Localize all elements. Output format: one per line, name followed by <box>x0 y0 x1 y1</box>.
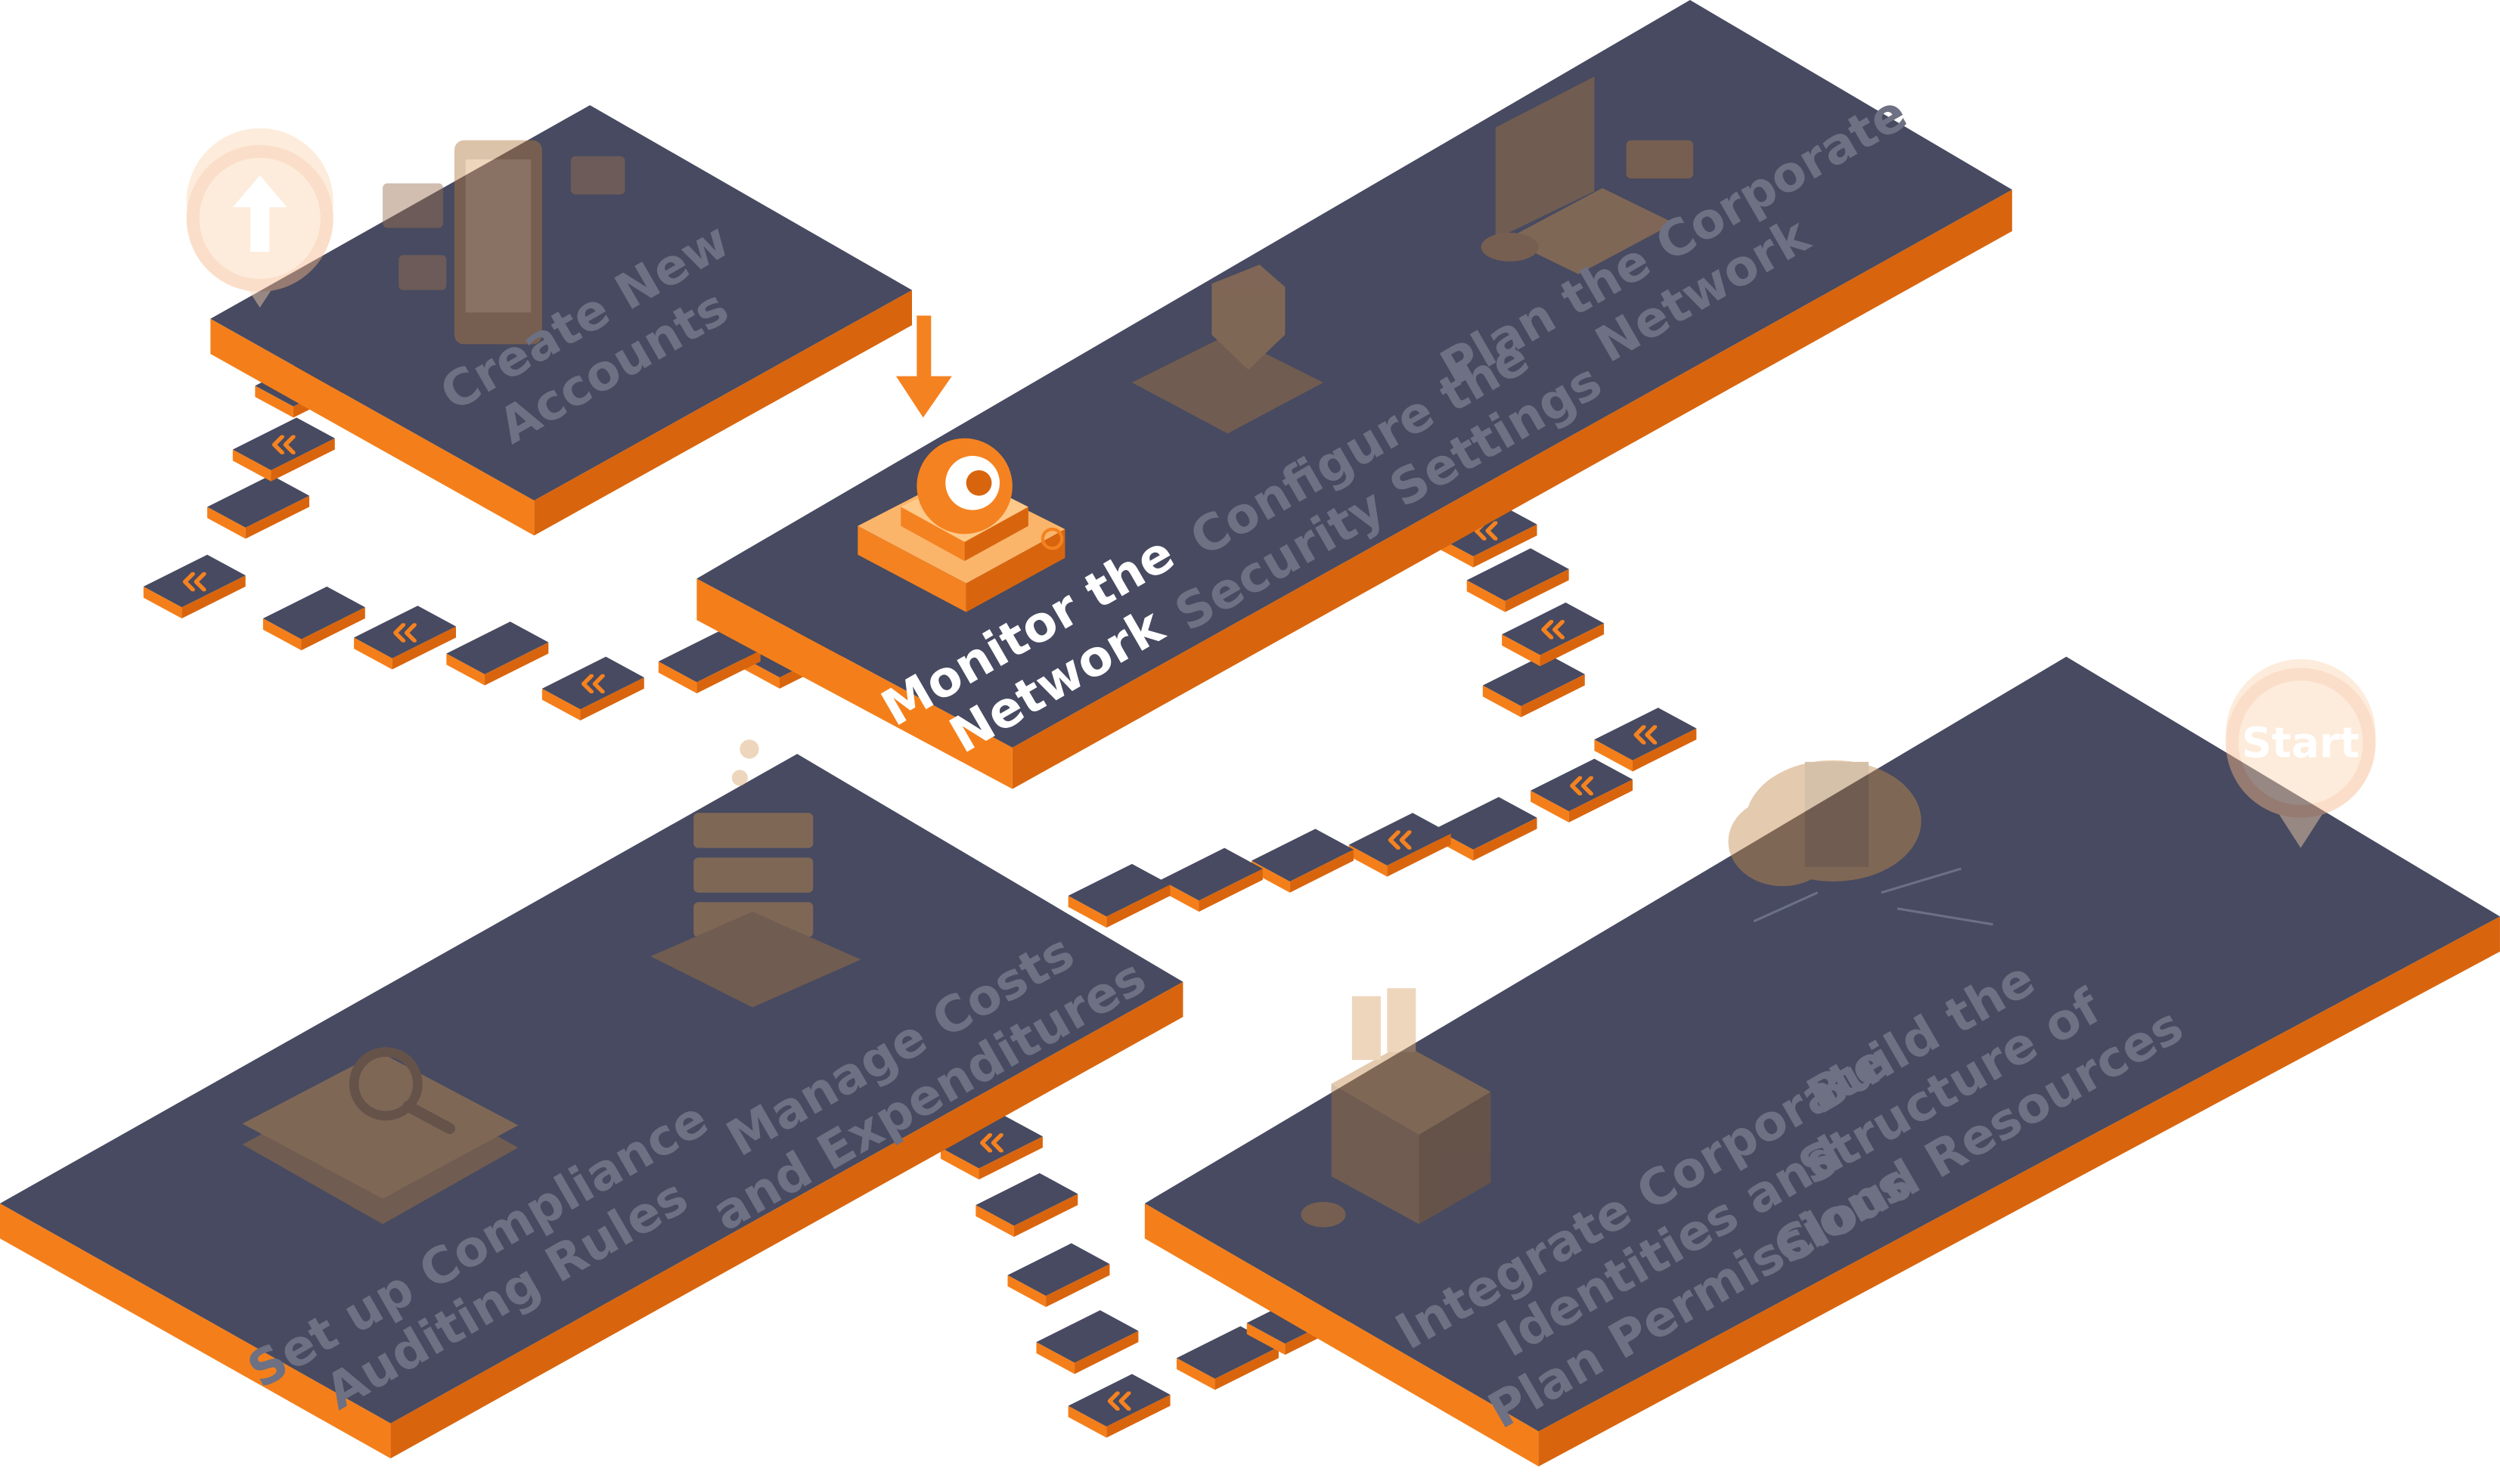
path-tile <box>1594 708 1697 772</box>
path-tile <box>1068 1374 1171 1438</box>
arrow-up-icon <box>186 128 333 308</box>
path-tile <box>1252 829 1354 893</box>
path-tile <box>143 554 246 619</box>
platform-cloud <box>1144 656 2500 1467</box>
map-pin-icon: Start <box>2225 658 2376 848</box>
platform-costs <box>0 754 1183 1459</box>
path-tile <box>1068 863 1171 928</box>
phone-icon <box>383 140 625 345</box>
server-stack-icon <box>650 739 861 1008</box>
path-tile <box>1348 813 1451 877</box>
arrow-down-icon <box>895 315 952 418</box>
path-tile <box>541 656 644 720</box>
platform-network <box>696 0 2012 789</box>
path-tile <box>1036 1310 1139 1374</box>
cloud-server-icon <box>1728 760 1993 926</box>
path-tile <box>658 629 761 694</box>
shield-icon <box>1131 264 1323 434</box>
laptop-icon <box>1481 76 1694 274</box>
path-tile <box>975 1173 1078 1238</box>
platform-create-accounts <box>210 105 913 536</box>
path-tile <box>1176 1326 1279 1390</box>
id-box-icon <box>1301 988 1491 1228</box>
path-tile <box>232 417 335 482</box>
document-search-icon <box>242 1047 519 1225</box>
path-tile <box>1466 548 1569 612</box>
path-tile <box>354 606 457 670</box>
path-tile <box>1160 847 1263 912</box>
start-label: Start <box>2241 718 2359 767</box>
path-tile <box>940 1115 1043 1180</box>
path-tile <box>262 586 365 651</box>
camera-icon <box>858 438 1065 612</box>
path-tile <box>207 475 310 539</box>
path-tile <box>1435 797 1537 861</box>
path-tile <box>446 621 549 686</box>
path-tile <box>1007 1243 1110 1307</box>
path-tile <box>1502 602 1605 667</box>
path-tile <box>1531 758 1633 823</box>
path-tile <box>1482 653 1585 717</box>
